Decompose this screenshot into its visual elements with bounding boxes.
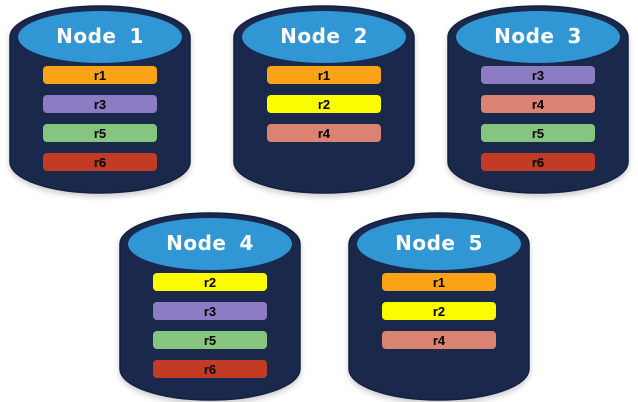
node-title-word: Node	[166, 231, 227, 255]
replica-bar-r3: r3	[481, 66, 595, 84]
database-node-4: Node 4 r2 r3 r5 r6	[118, 211, 302, 402]
node-title-word: Node	[494, 24, 555, 48]
replica-bar-r5: r5	[481, 124, 595, 142]
database-node-1: Node 1 r1 r3 r5 r6	[8, 4, 192, 196]
replica-bar-r3: r3	[153, 302, 267, 320]
replica-bar-r2: r2	[382, 302, 496, 320]
node-title-number: 4	[239, 231, 254, 255]
node-title: Node 3	[446, 24, 630, 48]
node-title: Node 4	[118, 231, 302, 255]
database-node-5: Node 5 r1 r2 r4	[347, 211, 531, 402]
replica-list: r1 r2 r4	[267, 66, 381, 142]
replica-bar-r2: r2	[153, 273, 267, 291]
replica-bar-r4: r4	[382, 331, 496, 349]
replica-bar-r1: r1	[382, 273, 496, 291]
node-title: Node 1	[8, 24, 192, 48]
node-title-number: 1	[129, 24, 144, 48]
replica-bar-r1: r1	[43, 66, 157, 84]
replica-bar-r2: r2	[267, 95, 381, 113]
replica-bar-r6: r6	[153, 360, 267, 378]
node-title: Node 2	[232, 24, 416, 48]
replica-list: r2 r3 r5 r6	[153, 273, 267, 378]
replica-bar-r5: r5	[153, 331, 267, 349]
replica-list: r3 r4 r5 r6	[481, 66, 595, 171]
node-title-number: 5	[468, 231, 483, 255]
node-title-word: Node	[56, 24, 117, 48]
replica-list: r1 r2 r4	[382, 273, 496, 349]
replica-bar-r6: r6	[43, 153, 157, 171]
replica-bar-r4: r4	[481, 95, 595, 113]
database-node-2: Node 2 r1 r2 r4	[232, 4, 416, 196]
replica-bar-r6: r6	[481, 153, 595, 171]
node-title-number: 2	[353, 24, 368, 48]
node-title-number: 3	[567, 24, 582, 48]
node-title: Node 5	[347, 231, 531, 255]
replica-bar-r1: r1	[267, 66, 381, 84]
node-title-word: Node	[280, 24, 341, 48]
replica-bar-r3: r3	[43, 95, 157, 113]
replica-list: r1 r3 r5 r6	[43, 66, 157, 171]
replica-bar-r5: r5	[43, 124, 157, 142]
node-title-word: Node	[395, 231, 456, 255]
database-node-3: Node 3 r3 r4 r5 r6	[446, 4, 630, 196]
replica-bar-r4: r4	[267, 124, 381, 142]
